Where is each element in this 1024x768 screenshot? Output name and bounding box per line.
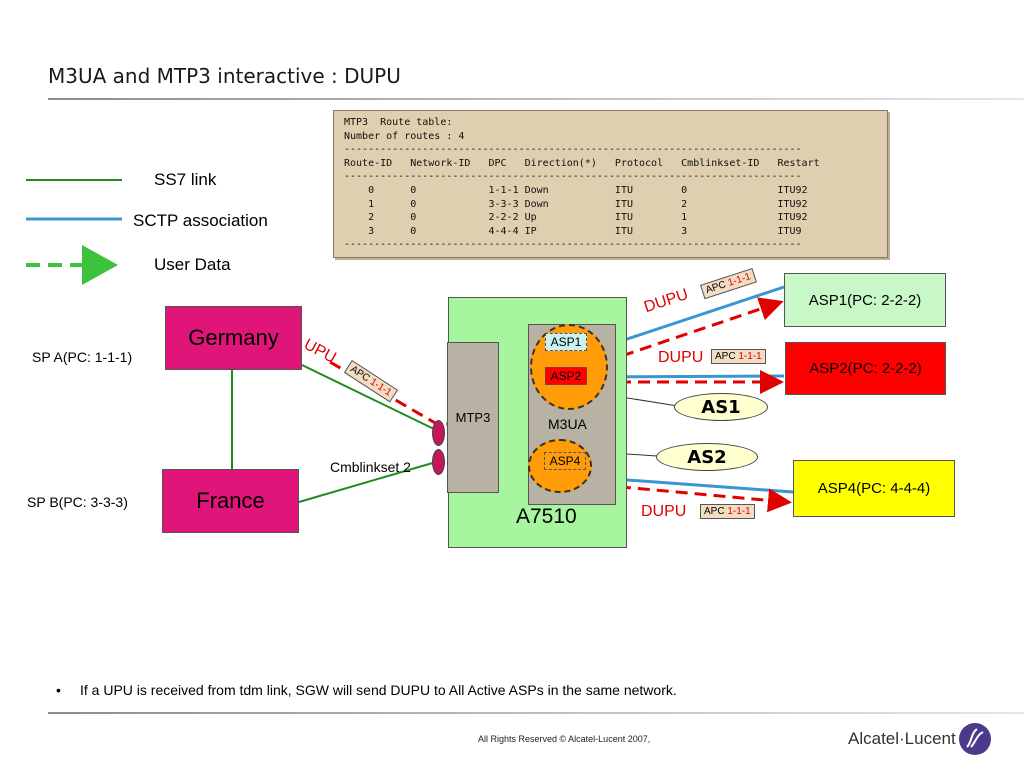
- mtp3-box: MTP3: [447, 342, 499, 493]
- slide-title: M3UA and MTP3 interactive : DUPU: [48, 64, 401, 88]
- asp1-box: ASP1(PC: 2-2-2): [784, 273, 946, 327]
- ss7-link-germany-mtp3: [301, 364, 437, 431]
- dupu-apc-value-3: 1-1-1: [727, 506, 751, 517]
- alcatel-lucent-logo-icon: [959, 723, 991, 755]
- dupu-arrow-asp1: [603, 297, 784, 364]
- asp1-tag: ASP1: [545, 333, 587, 351]
- route-table-text: MTP3 Route table: Number of routes : 4 -…: [344, 117, 820, 251]
- company-logo-text: Alcatel·Lucent: [848, 729, 956, 748]
- copyright-text: All Rights Reserved © Alcatel-Lucent 200…: [478, 734, 651, 744]
- legend-sctp-label: SCTP association: [133, 211, 268, 230]
- bullet-symbol: •: [56, 682, 61, 698]
- asp2-tag: ASP2: [545, 367, 587, 385]
- cmblinkset-label: Cmblinkset 2: [330, 459, 411, 475]
- mtp3-label: MTP3: [455, 410, 491, 425]
- as2-oval: AS2: [656, 443, 758, 471]
- legend-userdata-label: User Data: [154, 255, 231, 274]
- footer-divider: [48, 712, 1024, 714]
- link-endpoint-1: [432, 420, 445, 446]
- title-divider: [48, 98, 1024, 100]
- dupu-apc-tag-asp2: APC 1-1-1: [711, 349, 766, 364]
- france-node: France: [162, 469, 299, 533]
- asp4-box-label: ASP4(PC: 4-4-4): [817, 480, 931, 497]
- asp2-box: ASP2(PC: 2-2-2): [785, 342, 946, 395]
- sctp-asp1: [599, 285, 785, 350]
- link-endpoint-2: [432, 449, 445, 475]
- legend-ss7-label: SS7 link: [154, 170, 217, 189]
- germany-label: Germany: [188, 325, 279, 350]
- asp4-box: ASP4(PC: 4-4-4): [793, 460, 955, 517]
- dupu-label-asp2: DUPU: [658, 349, 704, 366]
- bullet-text: If a UPU is received from tdm link, SGW …: [80, 682, 677, 698]
- asp4-tag: ASP4: [544, 452, 586, 470]
- a7510-label: A7510: [516, 505, 577, 528]
- dupu-apc-value-2: 1-1-1: [738, 351, 762, 362]
- ss7-link-france-mtp3: [298, 461, 437, 503]
- as2-label: AS2: [687, 446, 727, 468]
- asp2-box-label: ASP2(PC: 2-2-2): [809, 360, 922, 377]
- sp-a-label: SP A(PC: 1-1-1): [32, 349, 133, 365]
- germany-node: Germany: [165, 306, 302, 370]
- as1-oval: AS1: [674, 393, 768, 421]
- asp1-box-label: ASP1(PC: 2-2-2): [808, 291, 922, 309]
- route-table-box: MTP3 Route table: Number of routes : 4 -…: [333, 110, 888, 258]
- sctp-asp2: [597, 374, 785, 379]
- dupu-apc-prefix-2: APC: [715, 351, 736, 362]
- dupu-apc-prefix-3: APC: [704, 506, 725, 517]
- dupu-label-asp4: DUPU: [641, 503, 687, 520]
- as1-label: AS1: [701, 396, 741, 418]
- sctp-asp4: [599, 476, 794, 494]
- france-label: France: [196, 488, 265, 513]
- dupu-apc-tag-asp4: APC 1-1-1: [700, 504, 755, 519]
- sp-b-label: SP B(PC: 3-3-3): [27, 494, 128, 510]
- dupu-arrow-asp4: [599, 483, 792, 513]
- m3ua-label: M3UA: [548, 416, 587, 432]
